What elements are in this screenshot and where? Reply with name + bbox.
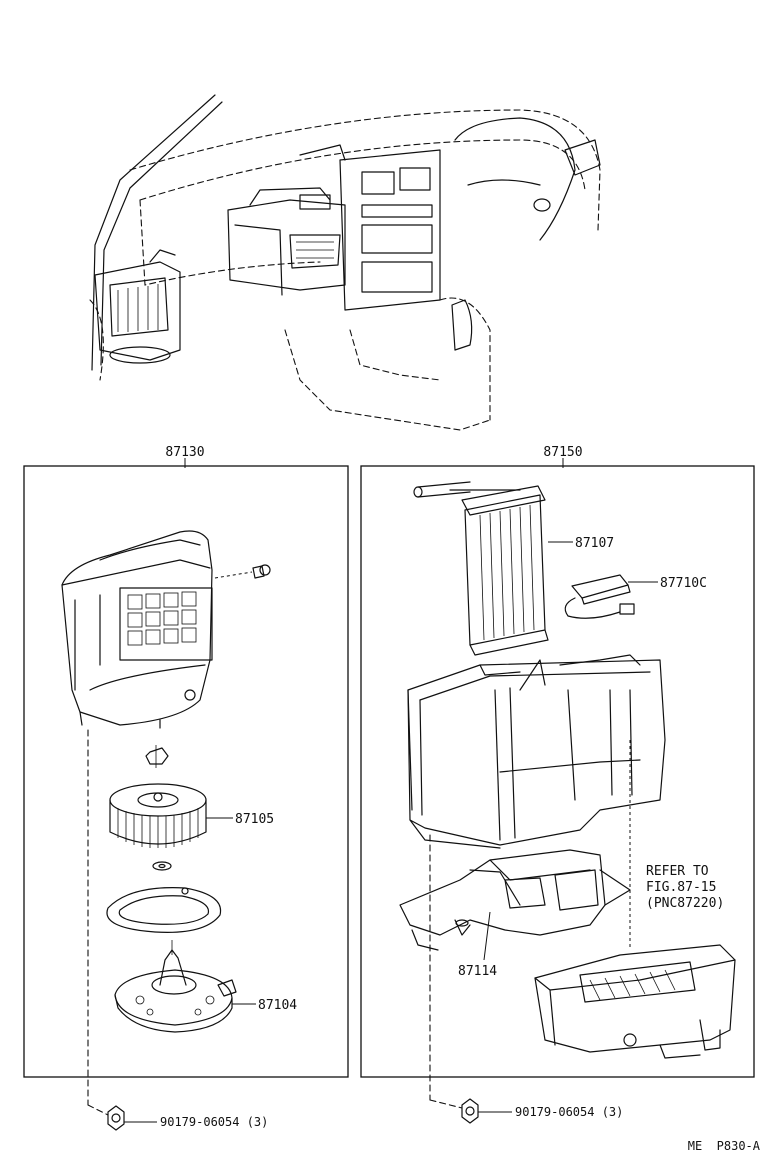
right-group-frame: [360, 465, 755, 1078]
heater-case-drawing: [407, 654, 666, 950]
right-group-label: 87150: [543, 445, 582, 460]
right-group: 87150: [360, 445, 755, 1078]
refer-line-2: FIG.87-15: [646, 880, 716, 895]
right-nut: 90179-06054 (3): [461, 1098, 623, 1124]
lower-case-drawing: [399, 849, 631, 951]
footer-code: ME P830-A: [688, 1139, 761, 1153]
callout-lower-case: 87114: [458, 964, 497, 979]
left-nut: 90179-06054 (3): [87, 1104, 268, 1131]
right-callouts: 87107 87710C 87114 REFER TO FIG.87-15 (P…: [458, 536, 724, 979]
callout-motor: 87104: [258, 998, 297, 1013]
left-nut-label: 90179-06054 (3): [160, 1115, 268, 1129]
fan-drawing: [109, 783, 207, 848]
refer-line-1: REFER TO: [646, 864, 709, 879]
dashboard-overview: [89, 94, 601, 431]
heater-core-drawing: [413, 481, 549, 656]
referenced-unit-drawing: [534, 944, 736, 1059]
right-nut-label: 90179-06054 (3): [515, 1105, 623, 1119]
washer-drawing: [152, 861, 172, 871]
callout-heater-core: 87107: [575, 536, 614, 551]
left-callouts: 87105 87104: [206, 812, 297, 1013]
left-group: 87130: [23, 445, 349, 1078]
left-group-label: 87130: [165, 445, 204, 460]
sensor-drawing: [564, 574, 635, 619]
left-group-frame: [23, 465, 349, 1078]
fan-nut-drawing: [145, 745, 169, 768]
motor-drawing: [114, 940, 237, 1033]
callout-fan: 87105: [235, 812, 274, 827]
callout-sensor: 87710C: [660, 576, 707, 591]
refer-line-3: (PNC87220): [646, 896, 724, 911]
blower-case-drawing: [61, 530, 213, 729]
screw-drawing: [214, 564, 271, 579]
gasket-drawing: [106, 887, 222, 933]
